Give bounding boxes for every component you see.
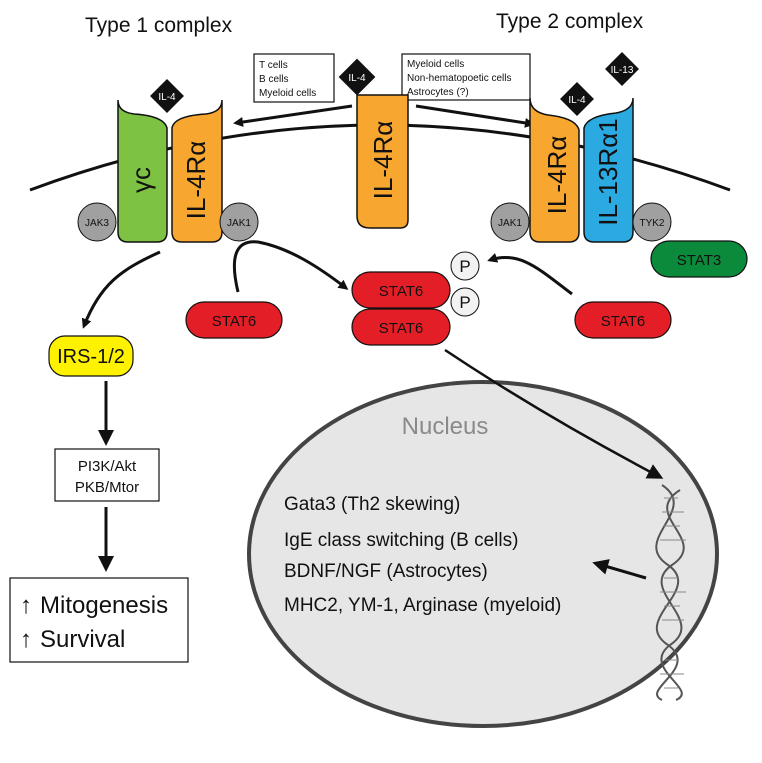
type1-cell-type: Myeloid cells (259, 88, 316, 99)
stat6-left-recruit-arrow (232, 240, 349, 293)
nucleus-label: Nucleus (402, 413, 489, 440)
irs-box: IRS-1/2 (48, 335, 134, 377)
up-arrow-icon: ↑ (20, 626, 32, 653)
il13-label: IL-13 (611, 65, 634, 76)
stat3: STAT3 (650, 240, 748, 278)
stat6-right-label: STAT6 (601, 313, 645, 330)
stat6-left: STAT6 (185, 301, 283, 339)
jak1-type2: JAK1 (490, 202, 530, 242)
type2-title: Type 2 complex (496, 10, 644, 33)
stat6-dimer: STAT6 STAT6 (351, 271, 451, 346)
type1-cell-type: B cells (259, 74, 288, 85)
gene-item: IgE class switching (B cells) (284, 530, 518, 551)
arrow-to-type2 (415, 104, 535, 128)
il4-center-label: IL-4 (348, 73, 366, 84)
gamma-c-receptor (117, 99, 168, 243)
outcome-mitogenesis: Mitogenesis (40, 592, 168, 619)
stat6-dimer-top-label: STAT6 (379, 283, 423, 300)
il4-center-ligand: IL-4 (338, 58, 376, 96)
arrow-to-irs (81, 250, 161, 329)
gene-item: MHC2, YM-1, Arginase (myeloid) (284, 595, 561, 616)
phosphate-top: P (450, 251, 480, 281)
dna-helix-icon (655, 484, 686, 701)
il13ra1-label: IL-13Rα1 (593, 118, 623, 226)
nucleus (247, 380, 719, 728)
il4-type2-label: IL-4 (568, 95, 586, 106)
phosphate-bottom-label: P (459, 293, 470, 312)
up-arrow-icon: ↑ (20, 592, 32, 619)
gene-item: BDNF/NGF (Astrocytes) (284, 561, 488, 582)
stat6-dimer-bottom (351, 308, 451, 346)
jak1-type2-label: JAK1 (498, 218, 522, 229)
il13-ligand: IL-13 (605, 52, 639, 86)
pi3k-line2: PKB/Mtor (75, 479, 139, 496)
arrow-to-type1 (233, 104, 353, 127)
jak3-label: JAK3 (85, 218, 109, 229)
type2-cell-types-box: Myeloid cells Non-hematopoetic cells Ast… (401, 53, 531, 101)
stat6-right-recruit-arrow (487, 253, 573, 296)
tyk2: TYK2 (632, 202, 672, 242)
type2-cell-type: Non-hematopoetic cells (407, 73, 512, 84)
jak3: JAK3 (77, 202, 117, 242)
irs-label: IRS-1/2 (57, 346, 125, 368)
jak1-type1: JAK1 (219, 202, 259, 242)
stat6-right: STAT6 (574, 301, 672, 339)
type1-cell-type: T cells (259, 60, 288, 71)
stat3-label: STAT3 (677, 252, 721, 269)
gene-item: Gata3 (Th2 skewing) (284, 494, 460, 515)
phosphate-bottom: P (450, 287, 480, 317)
il4ra-center-label: IL-4Rα (368, 121, 398, 200)
type2-cell-type: Astrocytes (?) (407, 87, 469, 98)
type2-cell-type: Myeloid cells (407, 59, 464, 70)
stat6-dimer-top (351, 271, 451, 309)
il4-type1-label: IL-4 (158, 92, 176, 103)
arrow-dna-to-genes (592, 559, 647, 580)
phosphate-top-label: P (459, 257, 470, 276)
type1-cell-types-box: T cells B cells Myeloid cells (253, 53, 335, 103)
il4ra-type1-receptor (171, 99, 223, 243)
stat6-dimer-bottom-label: STAT6 (379, 320, 423, 337)
il13ra1-receptor (583, 97, 634, 243)
pi3k-line1: PI3K/Akt (78, 458, 137, 475)
il4ra-type1-label: IL-4Rα (181, 141, 211, 220)
outcome-box: ↑ Mitogenesis ↑ Survival (9, 577, 189, 663)
type1-title: Type 1 complex (85, 14, 233, 37)
il4-type1-ligand: IL-4 (150, 79, 184, 113)
jak1-type1-label: JAK1 (227, 218, 251, 229)
il4ra-type2-label: IL-4Rα (542, 136, 572, 215)
pi3k-box: PI3K/Akt PKB/Mtor (54, 448, 160, 502)
outcome-survival: Survival (40, 626, 125, 653)
il4-type2-ligand: IL-4 (560, 82, 594, 116)
gamma-c-label: γc (126, 167, 156, 193)
il4ra-type2-receptor (529, 97, 580, 243)
stat6-left-label: STAT6 (212, 313, 256, 330)
arrow-stat6-to-dna (444, 348, 664, 479)
tyk2-label: TYK2 (639, 218, 664, 229)
il4ra-center-receptor (356, 94, 409, 229)
